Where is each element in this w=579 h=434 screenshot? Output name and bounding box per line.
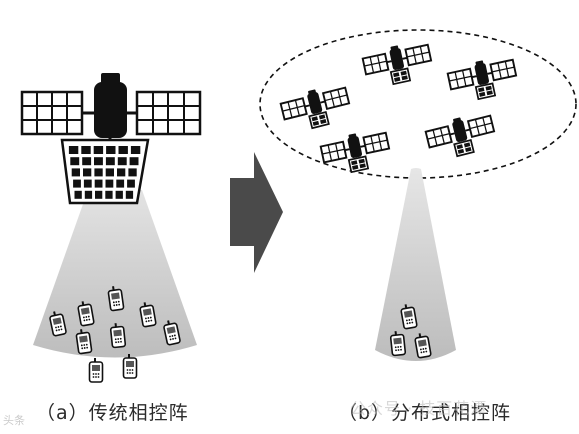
- distributed-satellites: [278, 38, 521, 179]
- antenna-element: [94, 179, 103, 188]
- antenna-element: [74, 190, 82, 199]
- antenna-element: [116, 179, 125, 188]
- antenna-element: [93, 146, 104, 154]
- beam-cone-b: [375, 168, 456, 361]
- antenna-element: [115, 190, 123, 199]
- phased-array-antenna: [60, 138, 150, 205]
- antenna-element: [81, 146, 91, 154]
- satellite-icon: [360, 38, 436, 91]
- antenna-element: [105, 179, 114, 188]
- antenna-element: [105, 168, 114, 177]
- caption-distributed: （b）分布式相控阵: [338, 402, 512, 424]
- satellite-icon: [445, 53, 521, 106]
- beam-cone-a: [33, 190, 197, 358]
- watermark-left: 头条: [3, 414, 25, 427]
- antenna-element: [117, 168, 126, 177]
- antenna-element: [70, 157, 80, 166]
- antenna-element: [73, 179, 81, 188]
- arrow-right-icon: [230, 152, 283, 273]
- antenna-element: [129, 157, 139, 166]
- watermark-right: 公众号 · 技百花潭: [350, 399, 488, 418]
- antenna-element: [117, 157, 127, 166]
- right-solar-panel: [135, 90, 202, 136]
- antenna-element: [127, 179, 135, 188]
- mobile-phone-icon: [88, 357, 104, 383]
- satellite-body: [94, 82, 127, 138]
- antenna-element: [105, 157, 115, 166]
- panel-b-distributed: [259, 29, 577, 361]
- satellite-icon: [423, 109, 499, 164]
- antenna-element: [84, 190, 93, 199]
- antenna-element: [106, 146, 116, 154]
- antenna-elements: [68, 146, 141, 199]
- satellite-icon: [20, 73, 202, 205]
- antenna-element: [82, 157, 92, 166]
- satellite-cluster-boundary: [259, 29, 577, 179]
- antenna-element: [83, 168, 92, 177]
- antenna-element: [95, 190, 103, 199]
- antenna-element: [94, 157, 103, 166]
- left-solar-panel: [20, 90, 84, 136]
- panel-a-traditional: [20, 73, 202, 383]
- antenna-element: [71, 168, 80, 177]
- antenna-element: [94, 168, 103, 177]
- caption-traditional: （a）传统相控阵: [36, 402, 189, 424]
- antenna-element: [118, 146, 128, 154]
- antenna-element: [105, 190, 113, 199]
- satellite-icon: [318, 126, 394, 179]
- antenna-element: [128, 168, 137, 177]
- antenna-element: [83, 179, 92, 188]
- satellite-icon: [278, 81, 354, 136]
- antenna-element: [130, 146, 141, 154]
- antenna-element: [125, 190, 134, 199]
- mobile-phone-icon: [122, 353, 138, 379]
- antenna-element: [68, 146, 79, 154]
